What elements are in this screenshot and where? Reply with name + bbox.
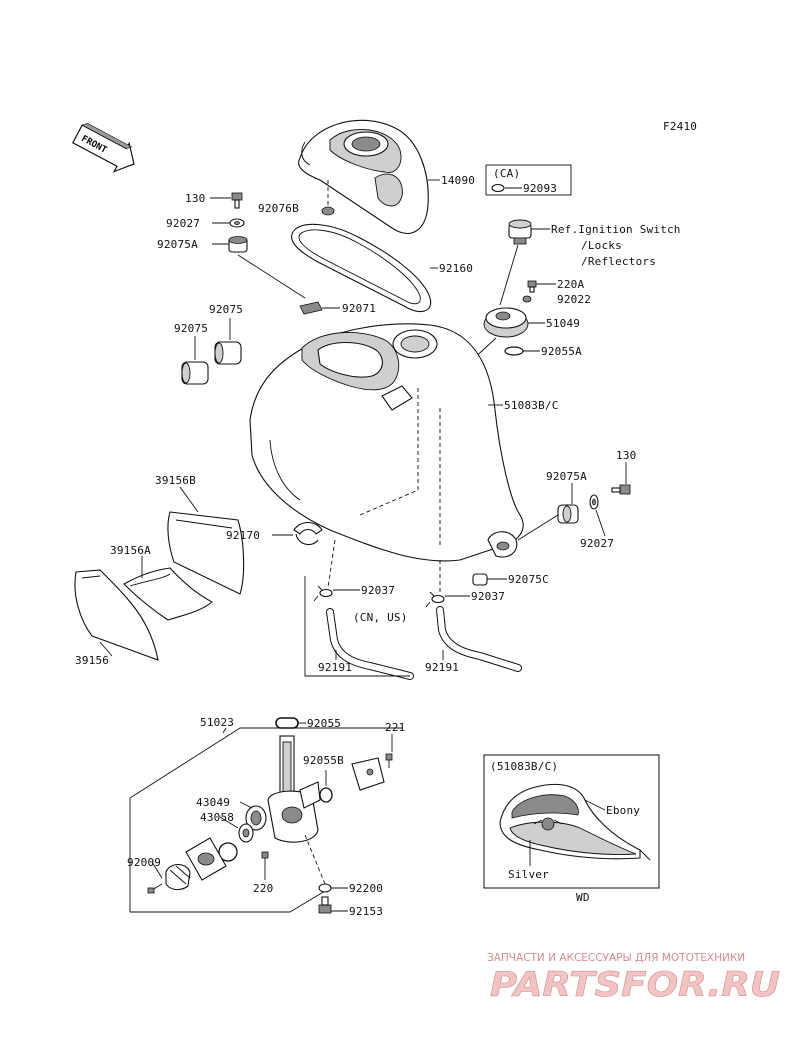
cover-39156A — [123, 567, 213, 621]
clip-92071 — [299, 301, 323, 315]
front-arrow-icon: FRONT — [72, 123, 135, 173]
label-130b: 130 — [616, 449, 636, 462]
label-221: 221 — [385, 721, 405, 734]
label-92027b: 92027 — [580, 537, 614, 550]
label-92093: 92093 — [523, 182, 557, 195]
label-92075b: 92075 — [209, 303, 243, 316]
label-130a: 130 — [185, 192, 205, 205]
dash-panel-14090 — [298, 119, 429, 234]
label-92200: 92200 — [349, 882, 383, 895]
label-92153: 92153 — [349, 905, 383, 918]
grommet-92075Ab — [557, 504, 579, 524]
hose-92191b — [436, 606, 522, 672]
label-43049: 43049 — [196, 796, 230, 809]
ignition-cap — [508, 219, 532, 245]
label-92027a: 92027 — [166, 217, 200, 230]
label-92022: 92022 — [557, 293, 591, 306]
bolt-130b — [611, 484, 631, 495]
hose-92191a — [326, 608, 414, 680]
nut-92022 — [522, 295, 532, 303]
oring-92055A — [504, 346, 524, 356]
wd-inset: (51083B/C) Ebony Silver — [483, 754, 660, 889]
label-92037a: 92037 — [361, 584, 395, 597]
label-92170: 92170 — [226, 529, 260, 542]
lever-plate — [185, 837, 227, 881]
hose-clamp-92037b — [425, 591, 445, 608]
label-wd: WD — [576, 891, 590, 904]
label-92071: 92071 — [342, 302, 376, 315]
watermark-logo: PARTSFOR.RU — [490, 965, 780, 1005]
screw-220 — [261, 851, 269, 868]
oring-92055 — [275, 717, 299, 729]
fuel-tank-51083 — [249, 323, 524, 562]
watermark: ЗАПЧАСТИ И АКСЕССУАРЫ ДЛЯ МОТОТЕХНИКИ PA… — [487, 952, 780, 1005]
screw-220A — [527, 280, 537, 293]
hose-clamp-92037a — [313, 585, 333, 602]
label-92191b: 92191 — [425, 661, 459, 674]
label-ign-3: /Reflectors — [581, 255, 656, 268]
label-51083: 51083B/C — [504, 399, 559, 412]
label-92075Ab: 92075A — [546, 470, 587, 483]
screw-221 — [385, 753, 393, 768]
label-92009: 92009 — [127, 856, 161, 869]
damper-92075-right — [214, 341, 242, 365]
label-92075: 92075 — [174, 322, 208, 335]
label-ign-1: Ref.Ignition Switch — [551, 223, 681, 236]
grommet-92076B — [321, 206, 335, 216]
screw-92009 — [147, 883, 163, 894]
washer-92200 — [318, 883, 332, 893]
washer-92027b — [589, 494, 599, 510]
label-14090: 14090 — [441, 174, 475, 187]
gasket-92160 — [291, 223, 432, 313]
label-92076B: 92076B — [258, 202, 299, 215]
label-92055: 92055 — [307, 717, 341, 730]
oring-small — [218, 842, 238, 862]
cover-92055B — [351, 757, 385, 791]
label-92160: 92160 — [439, 262, 473, 275]
label-51023: 51023 — [200, 716, 234, 729]
label-39156: 39156 — [75, 654, 109, 667]
label-39156B: 39156B — [155, 474, 196, 487]
label-silver: Silver — [508, 868, 549, 881]
damper-92075-left — [181, 361, 209, 385]
label-ign-2: /Locks — [581, 239, 622, 252]
label-92055B: 92055B — [303, 754, 344, 767]
washer-92027a — [229, 218, 245, 228]
lever-knob-92009 — [165, 863, 191, 891]
label-220A: 220A — [557, 278, 584, 291]
label-ebony: Ebony — [606, 804, 640, 817]
fuel-cock-body — [267, 735, 321, 843]
fuel-cap-51049 — [483, 307, 529, 338]
label-51049: 51049 — [546, 317, 580, 330]
ca-variant-box: (CA) 92093 — [485, 164, 572, 196]
watermark-tagline: ЗАПЧАСТИ И АКСЕССУАРЫ ДЛЯ МОТОТЕХНИКИ — [487, 952, 745, 964]
label-92075Aa: 92075A — [157, 238, 198, 251]
label-39156A: 39156A — [110, 544, 151, 557]
inset-tank — [499, 783, 651, 861]
grommet-92075A — [228, 236, 248, 253]
bolt-130 — [231, 192, 243, 209]
label-220: 220 — [253, 882, 273, 895]
figure-code: F2410 — [663, 120, 697, 133]
clamp-92170 — [293, 521, 323, 546]
label-92055A: 92055A — [541, 345, 582, 358]
label-43058: 43058 — [200, 811, 234, 824]
label-92191a: 92191 — [318, 661, 352, 674]
grommet-92075C — [472, 573, 488, 586]
ca-box-label: (CA) — [493, 167, 520, 180]
seal-43049 — [245, 805, 267, 831]
cover-39156 — [74, 569, 159, 661]
label-92037b: 92037 — [471, 590, 505, 603]
label-92075C: 92075C — [508, 573, 549, 586]
bolt-92153 — [318, 896, 332, 914]
cover-39156B — [167, 511, 245, 595]
oring-92055B-ring — [319, 787, 333, 803]
label-cn-us: (CN, US) — [353, 611, 408, 624]
inset-code: (51083B/C) — [490, 760, 558, 773]
washer-43058 — [238, 823, 254, 843]
